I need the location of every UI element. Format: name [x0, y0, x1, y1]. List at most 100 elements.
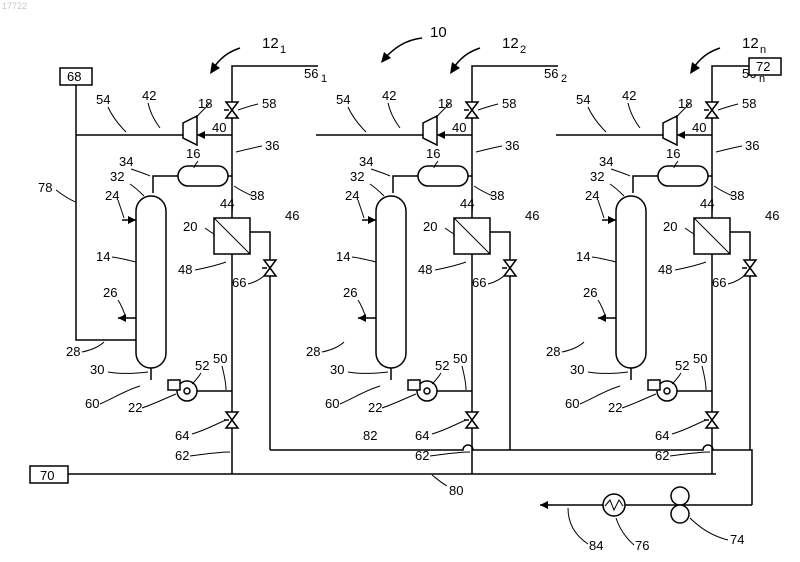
compressor-18	[423, 116, 437, 145]
separator-drum-16	[178, 166, 228, 186]
unit-ref-main: 12	[742, 35, 759, 52]
label-84: 84	[589, 538, 603, 553]
leader-line	[148, 103, 160, 128]
pump-motor-60	[648, 380, 660, 390]
leader-line	[192, 373, 201, 384]
label-66: 66	[232, 275, 246, 290]
valve-64	[464, 412, 478, 428]
leader-line	[588, 107, 606, 132]
label-62: 62	[655, 448, 669, 463]
leader-line	[672, 420, 706, 434]
label-32: 32	[350, 169, 364, 184]
leader-line	[388, 103, 400, 128]
label-36: 36	[745, 138, 759, 153]
valve-64	[224, 412, 238, 428]
label-30: 30	[90, 362, 104, 377]
compressor-18	[663, 116, 677, 145]
recycle-line-78	[76, 85, 136, 340]
label-46: 46	[765, 208, 779, 223]
label-28: 28	[66, 344, 80, 359]
label-24: 24	[105, 188, 119, 203]
label-66: 66	[472, 275, 486, 290]
label-16: 16	[426, 146, 440, 161]
leader-84	[568, 508, 588, 544]
leader-line	[190, 452, 230, 456]
label-46: 46	[285, 208, 299, 223]
leader-line	[358, 200, 364, 218]
label-78: 78	[38, 180, 52, 195]
flow-arrow-40	[437, 131, 445, 139]
leader-line	[371, 169, 390, 176]
label-48: 48	[418, 262, 432, 277]
leader-line	[598, 200, 604, 218]
label-76: 76	[635, 538, 649, 553]
feed-header-label: 80	[449, 483, 463, 498]
label-58: 58	[262, 96, 276, 111]
label-34: 34	[359, 154, 373, 169]
leader-line	[322, 342, 344, 352]
label-42: 42	[622, 88, 636, 103]
label-52: 52	[435, 358, 449, 373]
drum-outlet-34	[633, 176, 658, 193]
label-74: 74	[730, 532, 744, 547]
pump-22-hub	[184, 388, 190, 394]
label-28: 28	[546, 344, 560, 359]
leader-line	[702, 366, 706, 390]
valve-58	[704, 102, 718, 118]
label-60: 60	[325, 396, 339, 411]
leader-line	[108, 107, 126, 132]
product-pump-74-bottom	[671, 505, 689, 523]
label-24: 24	[585, 188, 599, 203]
leader-line	[445, 228, 454, 234]
unit-12-n: 12n56n1842544058361634323844242046144866…	[546, 35, 779, 474]
label-26: 26	[103, 285, 117, 300]
pump-22-hub	[424, 388, 430, 394]
label-60: 60	[85, 396, 99, 411]
leader-line	[348, 372, 388, 374]
label-34: 34	[599, 154, 613, 169]
label-26: 26	[343, 285, 357, 300]
unit-ref-sub: n	[760, 44, 766, 56]
label-36: 36	[505, 138, 519, 153]
leader-line	[432, 420, 466, 434]
unit-ref-main: 12	[262, 35, 279, 52]
label-62: 62	[175, 448, 189, 463]
valve-64	[704, 412, 718, 428]
label-64: 64	[175, 428, 189, 443]
drum-outlet-34	[393, 176, 418, 193]
leader-line	[130, 184, 144, 196]
distillation-column-14	[136, 196, 166, 368]
leader-line	[118, 300, 126, 318]
label-54: 54	[96, 92, 110, 107]
system-label: 10	[430, 24, 447, 41]
return-header-label: 82	[363, 428, 377, 443]
label-14: 14	[336, 249, 350, 264]
label-46: 46	[525, 208, 539, 223]
leader-line	[142, 394, 176, 408]
leader-line	[131, 169, 150, 176]
leader-line	[588, 372, 628, 374]
valve-66	[742, 260, 756, 276]
box-68-label: 68	[67, 69, 81, 84]
label-50: 50	[693, 351, 707, 366]
feed-arrow-24	[608, 216, 616, 224]
leader-line	[435, 262, 466, 270]
leader-line	[488, 274, 506, 284]
feed-source-label: 70	[40, 468, 54, 483]
valve-66	[502, 260, 516, 276]
valve-66	[262, 260, 276, 276]
label-62: 62	[415, 448, 429, 463]
leader-line	[205, 228, 214, 234]
leader-line	[108, 372, 148, 374]
leader-line	[685, 228, 694, 234]
label-58: 58	[742, 96, 756, 111]
unit-ref-arrowhead	[210, 62, 220, 74]
leader-line	[118, 200, 124, 218]
leader-line	[430, 452, 470, 456]
leader-line	[192, 420, 226, 434]
leader-line	[562, 342, 584, 352]
watermark-text: 17722	[2, 1, 27, 11]
leader-line	[370, 184, 384, 196]
unit-ref-arrowhead	[690, 62, 700, 74]
label-18: 18	[198, 96, 212, 111]
